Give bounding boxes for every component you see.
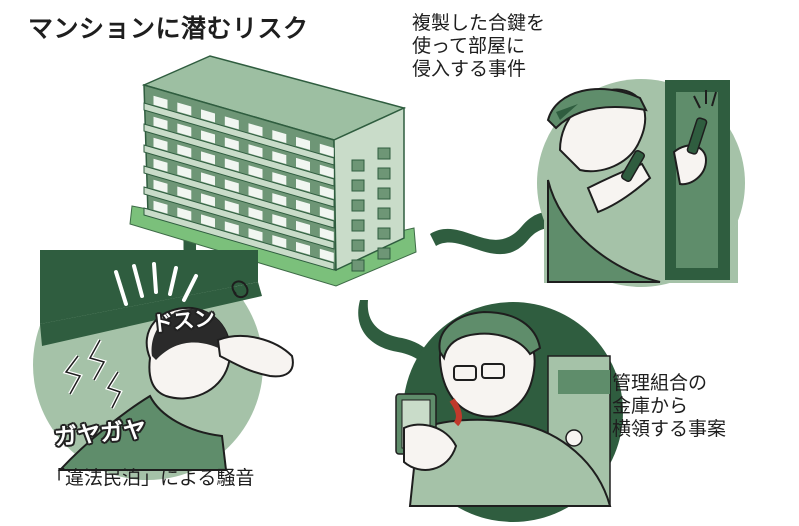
smoke-tendril-bottom-right [358, 300, 452, 398]
window [377, 187, 391, 200]
window [201, 193, 215, 207]
window [319, 248, 334, 262]
balcony-rows [143, 95, 335, 271]
window [296, 136, 310, 150]
page-title: マンションに潜むリスク [28, 14, 309, 43]
noise-scene [33, 250, 294, 480]
window [377, 147, 391, 160]
balcony-rail [143, 102, 335, 166]
window [224, 179, 239, 193]
window [177, 123, 192, 137]
balcony-rail [143, 165, 335, 229]
window [224, 200, 239, 214]
caption-noise: 「違法民泊」による騒音 [46, 467, 255, 489]
window [153, 137, 168, 151]
window [351, 239, 365, 252]
window [248, 228, 263, 242]
window [177, 207, 192, 221]
window [319, 206, 334, 220]
window [272, 172, 287, 186]
window [377, 227, 391, 240]
window [272, 235, 287, 249]
window [177, 186, 192, 200]
window [377, 207, 391, 220]
caption-line: 金庫から [612, 395, 689, 418]
window [296, 241, 310, 255]
window [377, 247, 391, 260]
caption-duplicate-key: 複製した合鍵を 使って部屋に 侵入する事件 [412, 12, 545, 82]
window [177, 165, 192, 179]
apartment-building [129, 55, 417, 287]
window [224, 158, 239, 172]
window [351, 259, 365, 272]
window [224, 221, 239, 235]
window [201, 130, 215, 144]
balcony-rail [143, 123, 335, 187]
caption-line: 横領する事案 [612, 418, 727, 441]
window [351, 179, 365, 192]
window [153, 200, 168, 214]
window [153, 116, 168, 130]
window [177, 102, 192, 116]
embezzlement-scene [395, 302, 623, 522]
caption-embezzlement: 管理組合の 金庫から 横領する事案 [612, 372, 726, 442]
caption-line: 侵入する事件 [412, 58, 527, 81]
caption-line: 複製した合鍵を [412, 12, 546, 34]
window [272, 130, 287, 144]
window [296, 178, 310, 192]
window [351, 199, 365, 212]
window [153, 179, 168, 193]
window [296, 220, 310, 234]
side-windows [351, 147, 391, 272]
window [319, 143, 334, 157]
window [319, 164, 334, 178]
window [296, 199, 310, 213]
window [224, 116, 239, 130]
balcony-rail [143, 207, 335, 271]
window [351, 219, 365, 232]
caption-line: 管理組合の [612, 372, 708, 394]
window [248, 207, 263, 221]
duplicate-key-scene [537, 79, 745, 287]
window [319, 227, 334, 241]
window [201, 109, 215, 123]
window [272, 193, 287, 207]
window [153, 95, 168, 109]
window [153, 158, 168, 172]
caption-line: 使って部屋に [412, 35, 526, 58]
window [177, 144, 192, 158]
window [248, 144, 263, 158]
balcony-rail [143, 144, 335, 208]
window [248, 123, 263, 137]
window [224, 137, 239, 151]
impact-lines [114, 262, 198, 306]
window [201, 172, 215, 186]
window [248, 186, 263, 200]
window [272, 214, 287, 228]
window [201, 151, 215, 165]
window [296, 157, 310, 171]
window [201, 214, 215, 228]
balcony-rail [143, 186, 335, 250]
window [272, 151, 287, 165]
window [377, 167, 391, 180]
window [319, 185, 334, 199]
window [248, 165, 263, 179]
window [351, 159, 365, 172]
